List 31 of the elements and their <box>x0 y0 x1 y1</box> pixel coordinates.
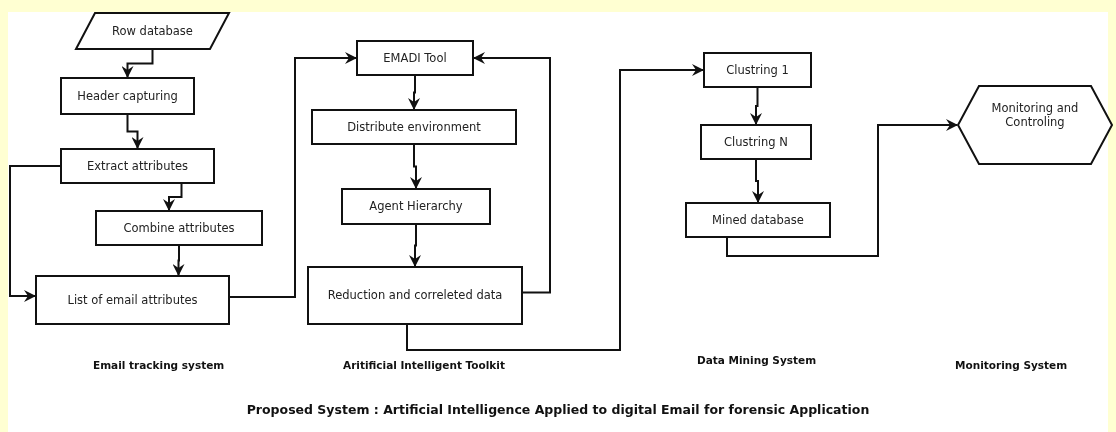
arrow <box>410 144 422 189</box>
process-box: Header capturing <box>60 77 195 115</box>
arrow <box>121 49 154 78</box>
process-box: Mined database <box>685 202 831 238</box>
section-label: Email tracking system <box>93 359 225 371</box>
process-box: Clustring 1 <box>703 52 812 88</box>
arrow <box>726 119 958 257</box>
process-box: Combine attributes <box>95 210 263 246</box>
section-label: Aritificial Intelligent Toolkit <box>343 359 505 371</box>
display-hexagon: Monitoring and Controling <box>957 85 1113 165</box>
arrow <box>9 165 61 302</box>
process-box: List of email attributes <box>35 275 230 325</box>
arrow <box>408 75 420 110</box>
caption: Proposed System : Artificial Intelligence Applied to digital Email for forensic Application <box>245 402 871 417</box>
arrow <box>406 64 704 351</box>
arrow <box>409 224 421 267</box>
process-box: EMADI Tool <box>356 40 474 76</box>
process-box: Distribute environment <box>311 109 517 145</box>
arrow <box>172 245 185 276</box>
process-box: Clustring N <box>700 124 812 160</box>
arrow <box>163 183 183 211</box>
arrow <box>126 114 144 149</box>
arrow <box>750 87 762 125</box>
arrow <box>229 52 357 298</box>
arrow <box>473 52 551 294</box>
process-box: Agent Hierarchy <box>341 188 491 225</box>
section-label: Data Mining System <box>697 354 817 366</box>
process-box: Extract attributes <box>60 148 215 184</box>
arrow <box>752 159 764 203</box>
process-box: Reduction and correleted data <box>307 266 523 325</box>
section-label: Monitoring System <box>955 359 1068 371</box>
